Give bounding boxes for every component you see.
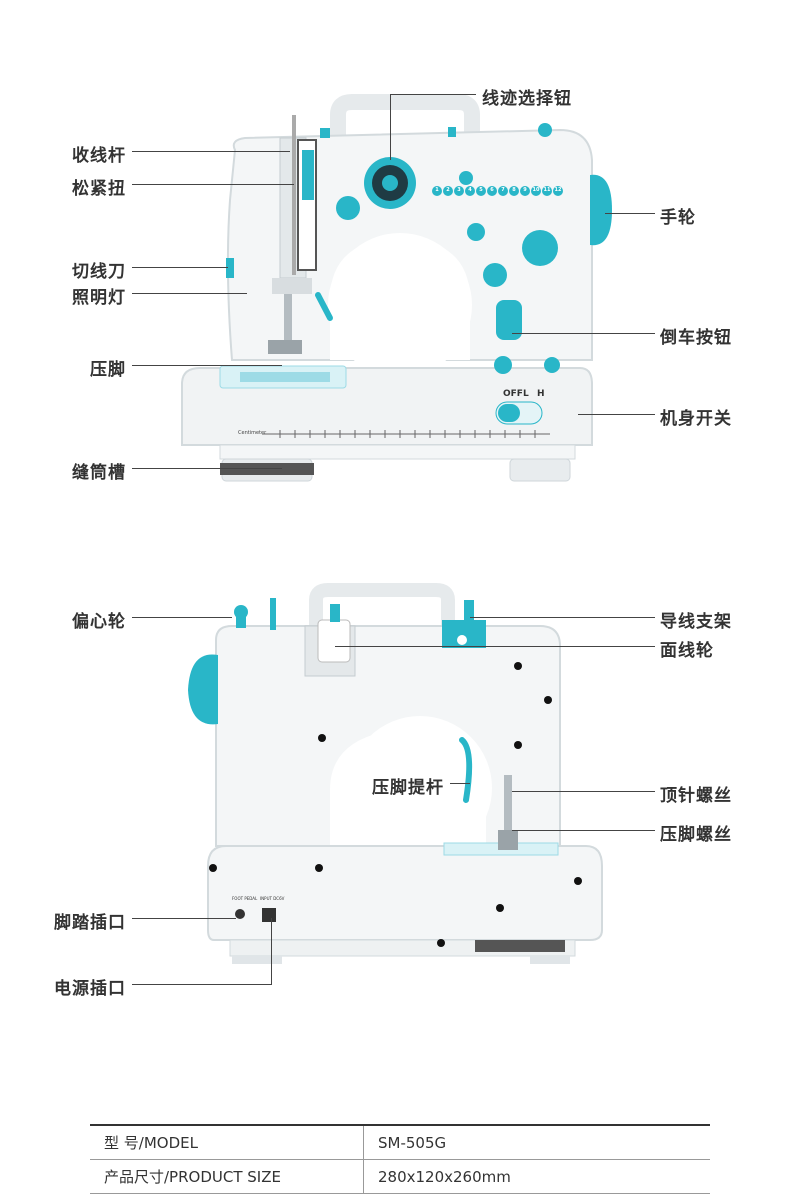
label-tension-knob: 松紧扭 [72,179,126,199]
table-row: 产品尺寸/PRODUCT SIZE 280x120x260mm [90,1159,710,1194]
pattern-number: 4 [468,187,472,193]
leader-line [450,783,470,784]
pattern-number: 1 [435,187,439,193]
leader-line [132,151,290,152]
label-power-switch: 机身开关 [660,409,732,429]
label-thread-cutter: 切线刀 [72,262,126,282]
leader-line [132,365,282,366]
label-reverse-button: 倒车按钮 [660,328,732,348]
leader-line [132,984,272,985]
switch-state-high: H [537,389,545,399]
ruler-label: Centimeter [238,430,267,436]
pattern-number: 10 [532,187,540,193]
leader-line [470,617,655,618]
spec-table: 型 号/MODEL SM-505G 产品尺寸/PRODUCT SIZE 280x… [90,1124,710,1194]
leader-line [578,414,655,415]
pattern-number: 9 [523,187,527,193]
leader-line [335,646,655,647]
spec-key: 产品尺寸/PRODUCT SIZE [90,1159,364,1194]
sewing-machine-front-illustration [181,94,612,482]
sewing-machine-back-illustration [188,583,603,964]
label-needle-screw: 顶针螺丝 [660,786,732,806]
leader-line [132,918,236,919]
leader-line [132,468,282,469]
leader-line [390,94,476,95]
pattern-number: 3 [457,187,461,193]
leader-line [132,617,232,618]
leader-line [132,293,247,294]
pattern-number: 6 [490,187,494,193]
leader-line [271,918,272,985]
leader-line [132,267,228,268]
label-take-up-lever: 收线杆 [72,146,126,166]
leader-line [605,213,655,214]
pattern-number: 11 [543,187,551,193]
leader-line [132,184,294,185]
spec-key: 型 号/MODEL [90,1124,364,1160]
leader-line [512,791,655,792]
label-foot-screw: 压脚螺丝 [660,825,732,845]
label-stitch-selector: 线迹选择钮 [482,89,572,109]
label-pedal-socket: 脚踏插口 [54,913,126,933]
spec-value: SM-505G [363,1124,710,1160]
label-spool: 面线轮 [660,641,714,661]
label-light: 照明灯 [72,288,126,308]
switch-state-low: L [523,389,529,399]
label-power-socket: 电源插口 [54,979,126,999]
leader-line [512,333,655,334]
pattern-number: 5 [479,187,483,193]
table-row: 型 号/MODEL SM-505G [90,1124,710,1160]
spec-value: 280x120x260mm [363,1159,710,1194]
foot-pedal-print: FOOT PEDAL [232,896,258,901]
leader-line [512,830,655,831]
leader-line [390,94,391,160]
pattern-number: 2 [446,187,450,193]
label-thread-guide: 导线支架 [660,612,732,632]
pattern-number: 12 [554,187,562,193]
pattern-number: 7 [501,187,505,193]
label-presser-lever: 压脚提杆 [372,778,444,798]
label-hand-wheel: 手轮 [660,208,696,228]
switch-state-off: OFF [503,389,523,399]
label-presser-foot: 压脚 [90,360,126,380]
label-bobbin-winder: 偏心轮 [72,612,126,632]
input-dc-print: INPUT DC6V [260,896,285,901]
pattern-number: 8 [512,187,516,193]
label-bobbin-slot: 缝筒槽 [72,463,126,483]
